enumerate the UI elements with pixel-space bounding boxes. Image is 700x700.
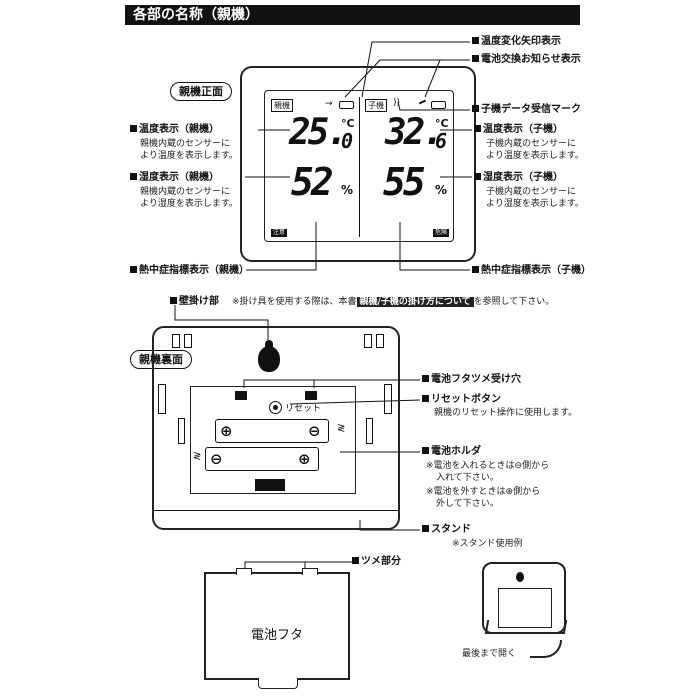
cover-pull-tab: [258, 678, 298, 689]
desc-holder-4: 外して下さい。: [436, 499, 499, 509]
lcd-frame: 親機 → 子機 )) 25. 0 °C 52 % 注意 32. 6 °C 55 …: [264, 90, 454, 242]
trend-arrow-icon: →: [325, 99, 333, 109]
label-receive: 子機データ受信マーク: [472, 104, 581, 116]
label-holder: 電池ホルダ: [422, 446, 481, 458]
front-pill: 親機正面: [170, 82, 232, 101]
desc-reset: 親機のリセット操作に使用します。: [434, 408, 578, 418]
spring-icon: ≷: [193, 451, 202, 462]
label-tab: ツメ部分: [352, 556, 401, 568]
battery-cell-2: ⊖ ⊕: [205, 447, 319, 471]
battery-icon: [339, 101, 354, 109]
parent-heat-level: 注意: [271, 229, 288, 237]
wall-mount-slot: [265, 340, 273, 350]
label-temp-child: 温度表示（子機）: [474, 124, 563, 136]
parent-front-body: 親機 → 子機 )) 25. 0 °C 52 % 注意 32. 6 °C 55 …: [240, 66, 476, 262]
label-trend: 温度変化矢印表示: [472, 36, 561, 48]
desc-holder-2: 入れて下さい。: [436, 473, 499, 483]
desc-temp-parent-2: より温度を表示します。: [140, 151, 238, 161]
label-heat-parent: 熱中症指標表示（親機）: [130, 265, 249, 277]
cover-catch-hole-right: [305, 391, 317, 400]
side-slot: [366, 418, 373, 444]
cover-tab-left: [236, 568, 252, 575]
label-reset: リセットボタン: [422, 394, 501, 406]
label-cover-catch: 電池フタツメ受け穴: [422, 374, 521, 386]
reset-button[interactable]: [269, 401, 282, 414]
stand-illustration: [478, 558, 570, 638]
label-battery: 電池交換お知らせ表示: [472, 54, 581, 66]
desc-hum-parent-1: 親機内蔵のセンサーに: [140, 187, 231, 197]
parent-humidity-value: 52: [291, 160, 334, 204]
cover-tab-right: [302, 568, 318, 575]
parent-humidity-unit: %: [341, 183, 354, 197]
trend-arrow-child-icon: [418, 99, 427, 105]
plus-icon: ⊕: [298, 450, 311, 468]
label-heat-child: 熱中症指標表示（子機）: [472, 265, 591, 277]
label-hum-child: 湿度表示（子機）: [474, 172, 563, 184]
wall-note: ※掛け具を使用する際は、本書親機/子機の掛け方についてを参照して下さい。: [232, 296, 554, 308]
desc-hum-child-1: 子機内蔵のセンサーに: [486, 187, 577, 197]
section-header: 各部の名称（親機）: [125, 5, 580, 25]
stand-device-outline: [482, 562, 566, 634]
side-slot: [178, 418, 185, 444]
battery-compartment: リセット ⊕ ⊖ ≷ ⊖ ⊕ ≷: [190, 386, 356, 494]
battery-cover-label: 電池フタ: [250, 628, 303, 643]
parent-temp-decimal: 0: [341, 129, 353, 153]
cover-tab-notch: [255, 479, 285, 491]
desc-temp-child-2: より温度を表示します。: [486, 151, 584, 161]
child-humidity-value: 55: [383, 160, 426, 204]
minus-icon: ⊖: [308, 422, 321, 440]
reset-text: リセット: [285, 404, 322, 414]
wall-note-prefix: ※掛け具を使用する際は、本書: [232, 297, 357, 307]
lcd-divider: [359, 97, 360, 237]
label-temp-parent: 温度表示（親機）: [130, 124, 219, 136]
child-temp-value: 32.: [385, 112, 444, 153]
parent-temp-unit: °C: [341, 117, 355, 130]
stand-example: ※スタンド使用例: [452, 539, 523, 549]
open-full-text: 最後まで開く: [462, 649, 517, 659]
stand-hole-icon: [516, 572, 524, 582]
child-heat-level: 危険: [433, 229, 450, 237]
plus-icon: ⊕: [220, 422, 233, 440]
desc-holder-1: ※電池を入れるときは⊖側から: [426, 461, 550, 471]
child-tag: 子機: [365, 99, 387, 112]
stand-leg: [484, 620, 568, 634]
stand-edge: [154, 510, 398, 511]
wall-mount-hole-icon: [258, 346, 280, 372]
battery-child-icon: [431, 101, 446, 109]
vent-slot: [184, 334, 192, 348]
parent-back-body: リセット ⊕ ⊖ ≷ ⊖ ⊕ ≷: [152, 326, 400, 530]
wall-note-suffix: を参照して下さい。: [473, 297, 555, 307]
wall-note-highlight: 親機/子機の掛け方について: [356, 297, 474, 307]
desc-hum-child-2: より湿度を表示します。: [486, 199, 584, 209]
side-slot: [158, 384, 166, 414]
child-temp-decimal: 6: [435, 129, 447, 153]
desc-temp-child-1: 子機内蔵のセンサーに: [486, 139, 577, 149]
vent-slot: [364, 334, 372, 348]
cover-catch-hole-left: [235, 391, 247, 400]
minus-icon: ⊖: [210, 450, 223, 468]
vent-slot: [172, 334, 180, 348]
stand-compartment: [498, 588, 552, 628]
child-temp-unit: °C: [435, 117, 449, 130]
label-stand: スタンド: [422, 524, 471, 536]
back-pill: 親機裏面: [130, 350, 192, 369]
desc-holder-3: ※電池を外すときは⊕側から: [426, 487, 541, 497]
vent-slot: [376, 334, 384, 348]
desc-temp-parent-1: 親機内蔵のセンサーに: [140, 139, 231, 149]
receive-signal-icon: )): [393, 98, 401, 108]
parent-tag: 親機: [271, 99, 293, 112]
spring-icon: ≷: [337, 423, 346, 434]
parent-temp-value: 25.: [289, 112, 348, 153]
child-humidity-unit: %: [435, 183, 448, 197]
label-wall-mount: 壁掛け部: [170, 296, 219, 308]
battery-cell-1: ⊕ ⊖: [215, 419, 329, 443]
side-slot: [384, 384, 392, 414]
battery-cover: 電池フタ: [204, 568, 350, 689]
desc-hum-parent-2: より湿度を表示します。: [140, 199, 238, 209]
label-hum-parent: 湿度表示（親機）: [130, 172, 219, 184]
